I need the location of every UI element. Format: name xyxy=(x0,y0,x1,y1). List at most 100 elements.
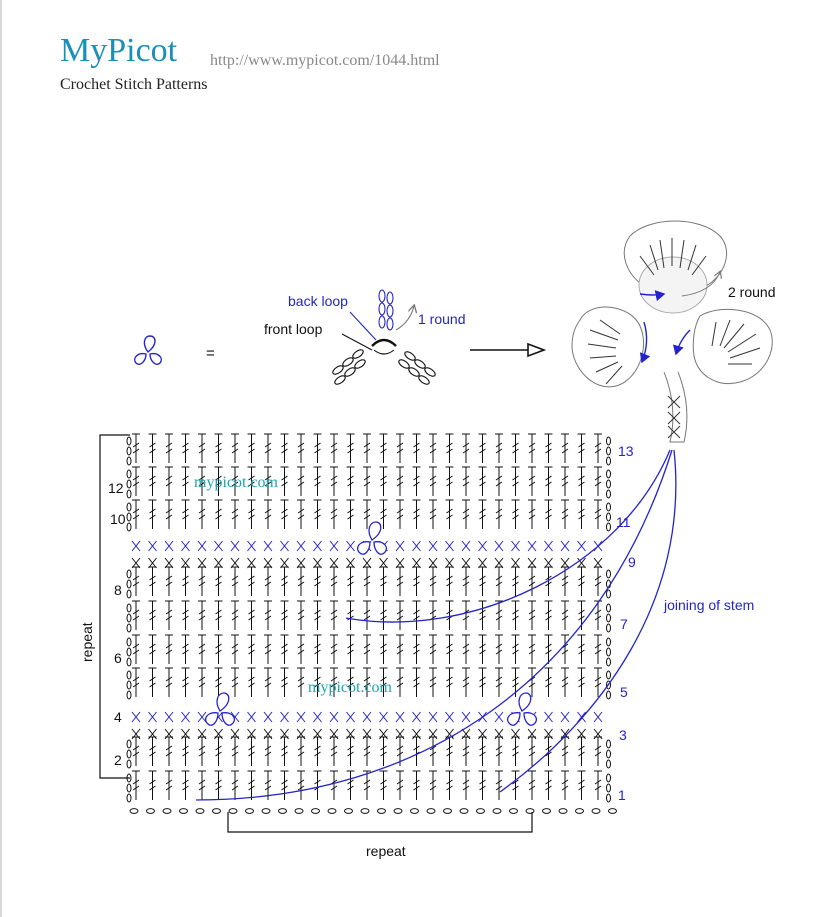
treble-stitch xyxy=(346,466,355,496)
row-number-10: 10 xyxy=(110,511,126,527)
single-crochet-stitch xyxy=(395,540,405,552)
single-crochet-stitch xyxy=(247,540,256,552)
chain-stitch xyxy=(509,808,518,814)
single-crochet-stitch xyxy=(230,540,240,552)
treble-stitch xyxy=(561,667,569,697)
single-crochet-stitch xyxy=(461,728,471,740)
treble-stitch xyxy=(313,433,322,463)
treble-stitch xyxy=(198,770,206,800)
treble-stitch xyxy=(544,466,553,496)
treble-stitch xyxy=(495,770,503,800)
treble-stitch xyxy=(148,433,157,463)
treble-stitch xyxy=(313,770,322,800)
treble-stitch xyxy=(594,634,602,664)
turning-chain xyxy=(126,637,132,667)
joining-of-stem-label: joining of stem xyxy=(663,597,754,613)
treble-stitch xyxy=(280,600,289,630)
treble-stitch xyxy=(396,667,404,697)
single-crochet-stitch xyxy=(148,728,157,740)
chain-stitch xyxy=(261,808,271,814)
treble-stitch xyxy=(561,736,569,766)
treble-stitch xyxy=(462,736,470,766)
single-crochet-stitch xyxy=(412,540,421,552)
stitch-grid xyxy=(126,433,611,803)
treble-stitch xyxy=(528,499,536,529)
single-crochet-stitch xyxy=(164,711,174,723)
treble-stitch xyxy=(198,634,206,664)
treble-stitch xyxy=(198,600,206,630)
back-loop-label: back loop xyxy=(288,293,348,309)
treble-stitch xyxy=(330,770,338,800)
single-crochet-stitch xyxy=(313,540,322,552)
treble-stitch xyxy=(247,433,256,463)
single-crochet-stitch xyxy=(560,557,570,569)
chain-stitch xyxy=(426,808,436,814)
treble-stitch xyxy=(313,466,322,496)
treble-stitch xyxy=(478,499,487,529)
single-crochet-stitch xyxy=(544,540,553,552)
single-crochet-stitch xyxy=(511,557,520,569)
treble-stitch xyxy=(330,566,338,596)
treble-stitch xyxy=(511,433,520,463)
watermark-text: mypicot.com xyxy=(194,474,279,491)
treble-stitch xyxy=(148,566,157,596)
site-tagline: Crochet Stitch Patterns xyxy=(60,76,208,93)
treble-stitch xyxy=(346,770,355,800)
treble-stitch xyxy=(379,634,388,664)
treble-stitch xyxy=(181,634,190,664)
treble-stitch xyxy=(594,466,602,496)
treble-stitch xyxy=(297,433,305,463)
treble-stitch xyxy=(363,466,371,496)
single-crochet-stitch xyxy=(445,711,454,723)
treble-stitch xyxy=(297,499,305,529)
single-crochet-stitch xyxy=(593,711,603,723)
treble-stitch xyxy=(561,770,569,800)
treble-stitch xyxy=(528,770,536,800)
treble-stitch xyxy=(231,466,239,496)
single-crochet-stitch xyxy=(131,557,141,569)
page-url[interactable]: http://www.mypicot.com/1044.html xyxy=(210,52,440,69)
chain-stitch xyxy=(558,808,568,814)
single-crochet-stitch xyxy=(247,728,256,740)
treble-stitch xyxy=(429,433,437,463)
chain-stitch xyxy=(459,808,469,814)
treble-stitch xyxy=(330,499,338,529)
treble-stitch xyxy=(132,634,140,664)
treble-stitch xyxy=(528,667,536,697)
treble-stitch xyxy=(214,634,223,664)
treble-stitch xyxy=(396,770,404,800)
treble-stitch xyxy=(561,600,569,630)
treble-stitch xyxy=(495,667,503,697)
treble-stitch xyxy=(544,667,553,697)
chain-stitch xyxy=(294,808,304,814)
single-crochet-stitch xyxy=(296,557,306,569)
treble-stitch xyxy=(511,600,520,630)
treble-stitch xyxy=(594,770,602,800)
turning-chain xyxy=(126,469,132,499)
treble-stitch xyxy=(297,600,305,630)
treble-stitch xyxy=(214,667,223,697)
treble-stitch xyxy=(165,499,173,529)
single-crochet-stitch xyxy=(527,557,537,569)
single-crochet-stitch xyxy=(412,711,421,723)
treble-stitch xyxy=(330,667,338,697)
treble-stitch xyxy=(148,634,157,664)
treble-stitch xyxy=(346,433,355,463)
watermark-text: mypicot.com xyxy=(308,679,393,696)
treble-stitch xyxy=(528,566,536,596)
treble-stitch xyxy=(280,566,289,596)
single-crochet-stitch xyxy=(329,540,339,552)
shamrock-motif-diagram xyxy=(571,220,773,443)
single-crochet-stitch xyxy=(329,711,339,723)
left-row-numbers: 12 10 8 6 4 2 xyxy=(108,480,126,768)
treble-stitch xyxy=(429,566,437,596)
site-logo[interactable]: MyPicot xyxy=(60,32,178,69)
single-crochet-stitch xyxy=(577,711,586,723)
row-number-7: 7 xyxy=(620,616,628,632)
single-crochet-stitch xyxy=(329,557,339,569)
treble-stitch xyxy=(528,466,536,496)
single-crochet-stitch xyxy=(280,728,289,740)
treble-stitch xyxy=(478,466,487,496)
treble-stitch xyxy=(214,466,223,496)
treble-stitch xyxy=(297,770,305,800)
